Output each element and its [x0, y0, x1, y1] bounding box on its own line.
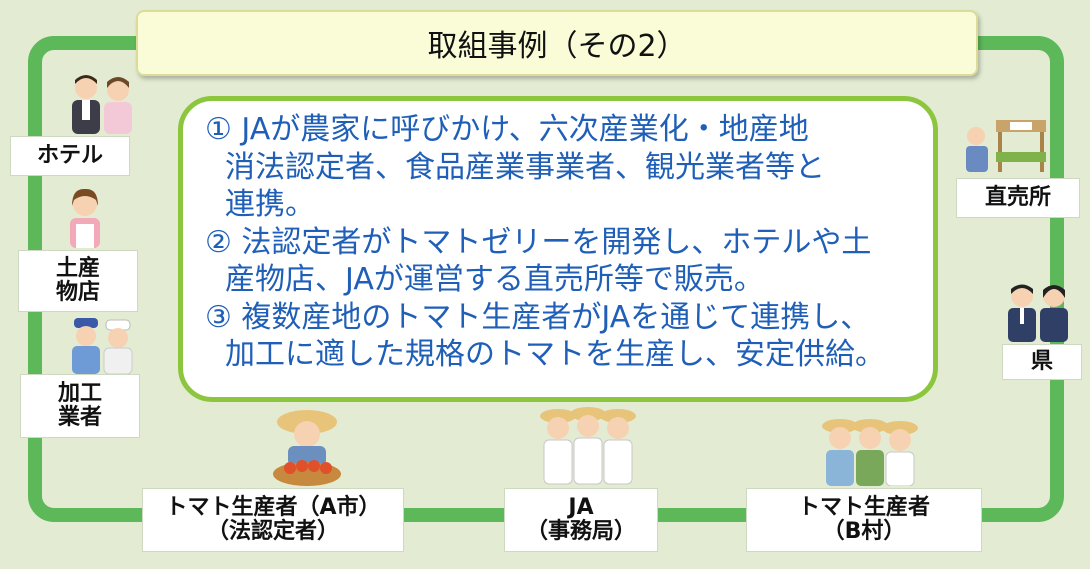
description-line: 連携。	[225, 187, 315, 222]
node-prefecture: 県	[1002, 344, 1082, 380]
description-box: ① JAが農家に呼びかけ、六次産業化・地産地 消法認定者、食品産業事業者、観光業…	[178, 96, 938, 402]
title-text: 取組事例（その2）	[427, 29, 687, 64]
farm-stand-icon	[966, 120, 1046, 172]
node-processor-line2: 業者	[57, 405, 102, 430]
food-processor-workers-icon	[72, 318, 133, 374]
node-processor: 加工 業者	[20, 374, 140, 438]
node-processor-line1: 加工	[57, 381, 102, 406]
farmer-with-tomatoes-icon	[273, 410, 341, 486]
description-line: ③ 複数産地のトマト生産者がJAを通じて連携し、	[205, 299, 871, 335]
node-direct-sales-label: 直売所	[984, 185, 1051, 210]
node-hotel: ホテル	[10, 136, 130, 176]
node-souvenir-shop: 土産 物店	[18, 250, 138, 312]
node-prefecture-label: 県	[1030, 349, 1053, 374]
ja-staff-icon	[540, 407, 636, 485]
shop-clerk-icon	[70, 188, 100, 248]
node-farmer-b-line2: （B村）	[822, 519, 906, 544]
node-ja: JA （事務局）	[504, 488, 658, 552]
node-farmer-a: トマト生産者（A市） （法認定者）	[142, 488, 404, 552]
node-farmer-a-line2: （法認定者）	[206, 519, 339, 544]
description-line: 産物店、JAが運営する直売所等で販売。	[225, 262, 764, 297]
node-farmer-a-line1: トマト生産者（A市）	[165, 495, 381, 520]
officials-icon	[1008, 284, 1068, 342]
node-farmer-b-line1: トマト生産者	[797, 495, 930, 520]
hotel-staff-icon	[72, 75, 132, 134]
diagram-title: 取組事例（その2）	[136, 10, 978, 76]
farmers-icon	[822, 419, 918, 486]
description-line: 加工に適した規格のトマトを生産し、安定供給。	[225, 337, 885, 372]
description-line: ① JAが農家に呼びかけ、六次産業化・地産地	[205, 112, 809, 147]
node-souvenir-shop-line1: 土産	[55, 256, 100, 281]
node-ja-line2: （事務局）	[525, 519, 636, 544]
description-line: ② 法認定者がトマトゼリーを開発し、ホテルや土	[205, 224, 872, 260]
node-direct-sales: 直売所	[956, 178, 1080, 218]
node-ja-line1: JA	[568, 495, 594, 520]
description-line: 消法認定者、食品産業事業者、観光業者等と	[225, 149, 825, 185]
node-farmer-b: トマト生産者 （B村）	[746, 488, 982, 552]
node-souvenir-shop-line2: 物店	[55, 280, 100, 305]
node-hotel-label: ホテル	[36, 143, 103, 168]
